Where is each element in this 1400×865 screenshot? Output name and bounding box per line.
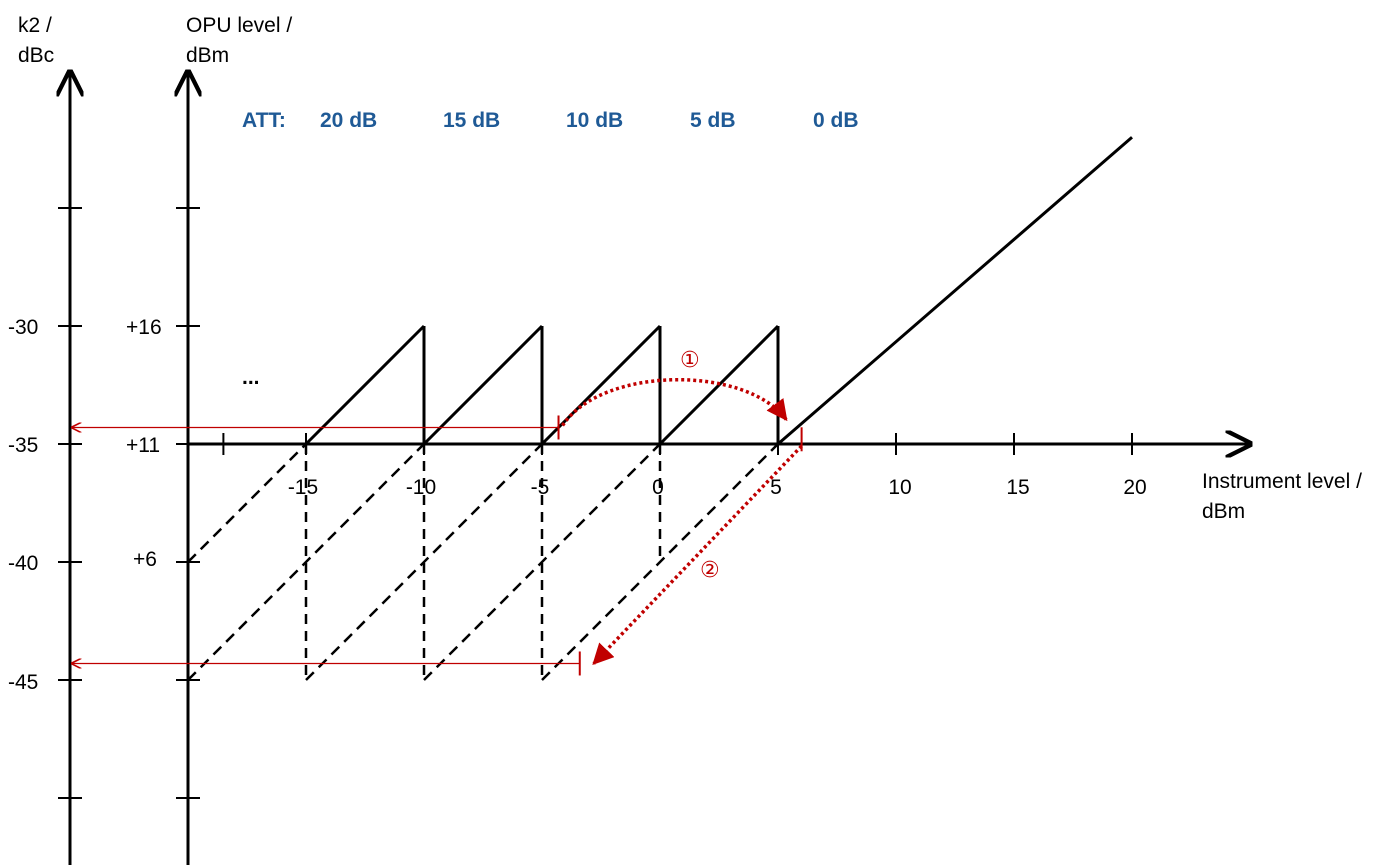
- marker-one: ①: [680, 348, 700, 373]
- k2-tick-label: -45: [8, 671, 38, 694]
- solid-segment: [422, 324, 544, 446]
- instrument-tick-label: 10: [888, 476, 911, 499]
- instrument-tick-label: 20: [1123, 476, 1146, 499]
- dashed-guides: [304, 444, 662, 680]
- solid-curves: [304, 136, 1133, 446]
- vertical-axis-ticks: [58, 207, 200, 799]
- marker-two: ②: [700, 558, 720, 583]
- att-step-5db: 5 dB: [690, 109, 736, 132]
- dashed-segment: [187, 443, 307, 563]
- instrument-axis-title-line2: dBm: [1202, 500, 1245, 523]
- instrument-tick-label: -10: [406, 476, 436, 499]
- solid-segment: [540, 324, 662, 446]
- instrument-axis-title-line1: Instrument level /: [1202, 470, 1362, 493]
- instrument-tick-label: 0: [652, 476, 664, 499]
- k2-tick-label: -35: [8, 434, 38, 457]
- k2-tick-label: -40: [8, 552, 38, 575]
- k2-axis-title-line2: dBc: [18, 44, 54, 67]
- opu-axis-title-line1: OPU level /: [186, 14, 292, 37]
- dashed-segment: [541, 443, 779, 681]
- k2-tick-label: -30: [8, 316, 38, 339]
- k2-axis-title-line1: k2 /: [18, 14, 52, 37]
- solid-segment: [304, 324, 426, 446]
- att-step-15db: 15 dB: [443, 109, 500, 132]
- att-step-0db: 0 dB: [813, 109, 859, 132]
- annotations: [72, 377, 803, 676]
- opu-tick-label: +11: [126, 434, 160, 457]
- solid-segment: [777, 136, 1133, 446]
- instrument-tick-label: -15: [288, 476, 318, 499]
- dashed-curves: [187, 443, 779, 681]
- instrument-tick-label: 15: [1006, 476, 1029, 499]
- dashed-segment: [423, 443, 661, 681]
- att-step-20db: 20 dB: [320, 109, 377, 132]
- att-label: ATT:: [242, 109, 286, 132]
- att-step-10db: 10 dB: [566, 109, 623, 132]
- ellipsis: ...: [242, 366, 260, 389]
- arrow-one: [561, 377, 788, 427]
- opu-axis-title-line2: dBm: [186, 44, 229, 67]
- arrow-two: [592, 444, 803, 665]
- opu-tick-label: +6: [133, 548, 157, 571]
- dashed-segment: [187, 443, 425, 681]
- opu-tick-label: +16: [126, 316, 162, 339]
- dashed-segment: [305, 443, 543, 681]
- instrument-tick-label: -5: [531, 476, 550, 499]
- instrument-tick-label: 5: [770, 476, 782, 499]
